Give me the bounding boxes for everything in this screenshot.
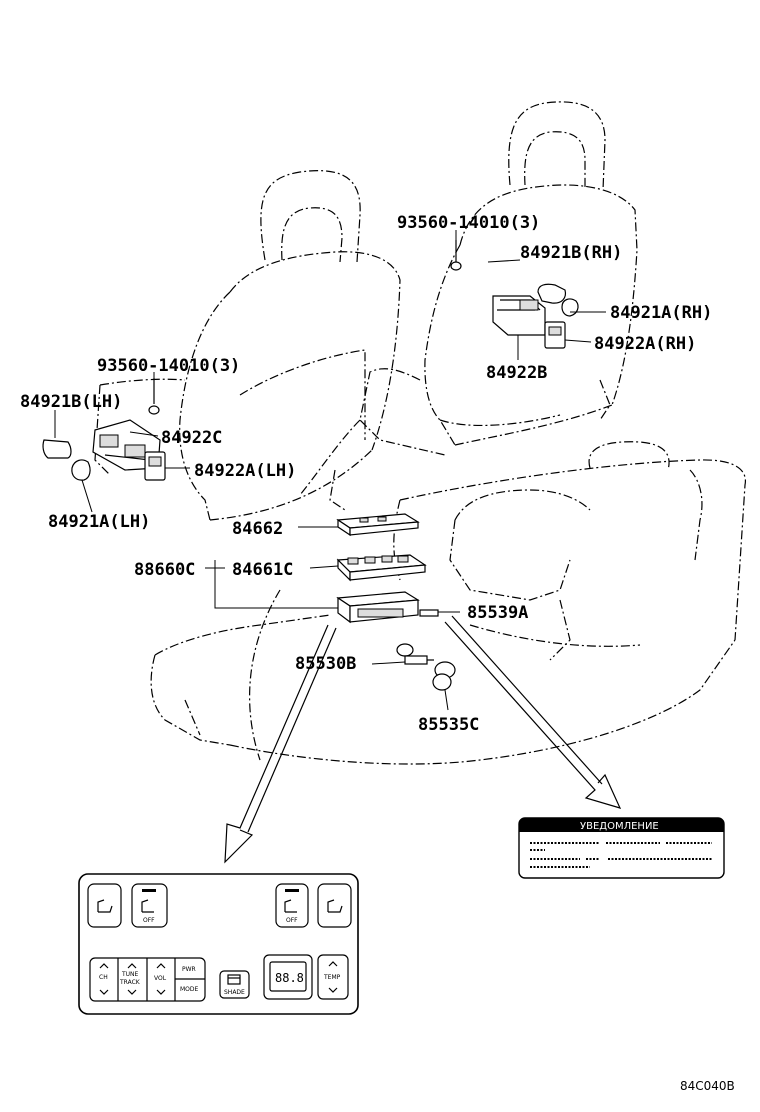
vol-label: VOL [154,975,167,982]
label-84662: 84662 [232,519,283,539]
label-84921b-rh: 84921B(RH) [520,243,622,263]
shade-label: SHADE [224,989,245,996]
label-88660c: 88660C [134,560,195,580]
label-84922b: 84922B [486,363,547,383]
switch-base-84922c-icon [92,419,161,471]
socket-85535c-icon [432,661,456,691]
plug-85530b-icon [396,643,434,665]
rear-control-panel: OFF OFF CH TUNE TRACK [78,873,359,1015]
label-84661c: 84661C [232,560,293,580]
label-84921a-rh: 84921A(RH) [610,303,712,323]
label-85530b: 85530B [295,654,356,674]
vol-button[interactable]: VOL [154,963,167,995]
shade-button[interactable]: SHADE [219,970,250,999]
cap-84921b-lh-icon [42,439,72,459]
off-right-label: OFF [286,917,298,924]
switch-84922a-rh-icon [544,321,566,349]
mode-button[interactable]: MODE [180,986,199,993]
off-left-label: OFF [143,917,155,924]
part-labels: 93560-14010(3) 84921B(RH) 84921A(RH) 849… [20,213,712,735]
callout-arrows [224,615,622,864]
audio-button-group [89,957,206,1002]
notice-text-lines [530,842,712,868]
temp-display: 88.8 [263,954,313,1000]
housing-88660c-icon [336,591,420,624]
knob-84921a-rh-icon [561,298,579,317]
switch-84922a-lh-icon [144,451,166,481]
pwr-button[interactable]: PWR [182,966,196,973]
temp-button[interactable]: TEMP [317,954,349,1000]
notice-label: УВЕДОМЛЕНИЕ [518,817,725,879]
figure-code: 84C040B [680,1079,735,1093]
bolt-lower-icon [148,378,160,415]
cap-84921b-rh-icon [537,283,567,304]
seat-heater-left-button[interactable]: OFF [131,883,168,928]
temp-display-value: 88.8 [275,971,304,985]
tune-label: TUNE [121,971,139,978]
bolt-upper-icon [450,240,462,271]
label-84922a-lh: 84922A(LH) [194,461,296,481]
bracket-84922b-icon [492,295,546,336]
label-84922a-rh: 84922A(RH) [594,334,696,354]
seat-heater-right-button[interactable]: OFF [275,883,309,928]
pwr-label: PWR [182,966,196,973]
plate-85539a-icon [419,609,439,617]
track-label: TRACK [119,979,141,986]
seat-adjust-left-button[interactable] [87,883,122,928]
label-84921b-lh: 84921B(LH) [20,392,122,412]
label-93560-upper: 93560-14010(3) [397,213,540,233]
temp-label: TEMP [323,974,341,981]
knob-84921a-lh-icon [71,459,91,481]
mode-label: MODE [180,986,199,993]
cover-84662-icon [336,513,420,537]
label-84921a-lh: 84921A(LH) [48,512,150,532]
label-84922c: 84922C [161,428,222,448]
label-93560-lower: 93560-14010(3) [97,356,240,376]
leader-lines [54,230,606,711]
notice-title: УВЕДОМЛЕНИЕ [580,821,659,832]
label-85539a: 85539A [467,603,528,623]
label-85535c: 85535C [418,715,479,735]
switch-84661c-icon [336,554,427,582]
tune-track-button[interactable]: TUNE TRACK [119,963,141,995]
seat-adjust-right-button[interactable] [317,883,352,928]
parts-drawings [42,240,579,691]
ch-button[interactable]: CH [99,963,109,995]
ch-label: CH [99,974,108,981]
